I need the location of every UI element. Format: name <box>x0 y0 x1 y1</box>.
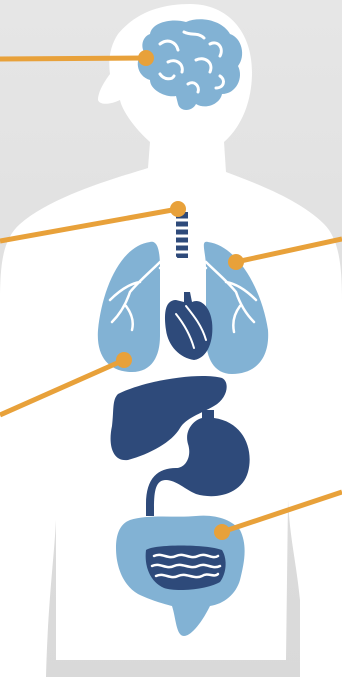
trachea-icon <box>176 212 188 258</box>
